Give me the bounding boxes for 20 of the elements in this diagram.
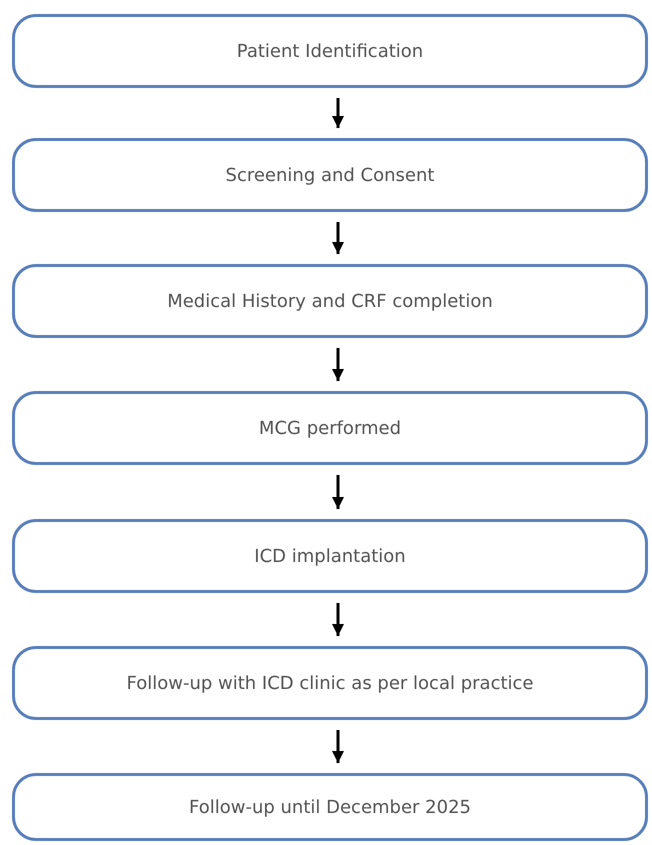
arrow [332, 348, 344, 381]
step-label: Follow-up until December 2025 [189, 796, 471, 818]
step-label: Screening and Consent [226, 164, 434, 186]
step-label: ICD implantation [254, 546, 406, 566]
step-label: Follow-up with ICD clinic as per local practice [126, 672, 534, 694]
arrow [332, 98, 344, 128]
arrow [332, 730, 344, 763]
process-box [12, 14, 648, 88]
step-label: Patient Identification [236, 40, 424, 62]
process-box [12, 264, 648, 338]
step-label: MCG performed [258, 418, 402, 438]
process-box [12, 391, 648, 465]
process-box [12, 646, 648, 720]
step-label: Medical History and CRF completion [167, 290, 493, 312]
arrow [332, 222, 344, 254]
process-box [12, 519, 648, 593]
process-box [12, 138, 648, 212]
arrow [332, 603, 344, 636]
arrow [332, 475, 344, 509]
process-box [12, 773, 648, 841]
